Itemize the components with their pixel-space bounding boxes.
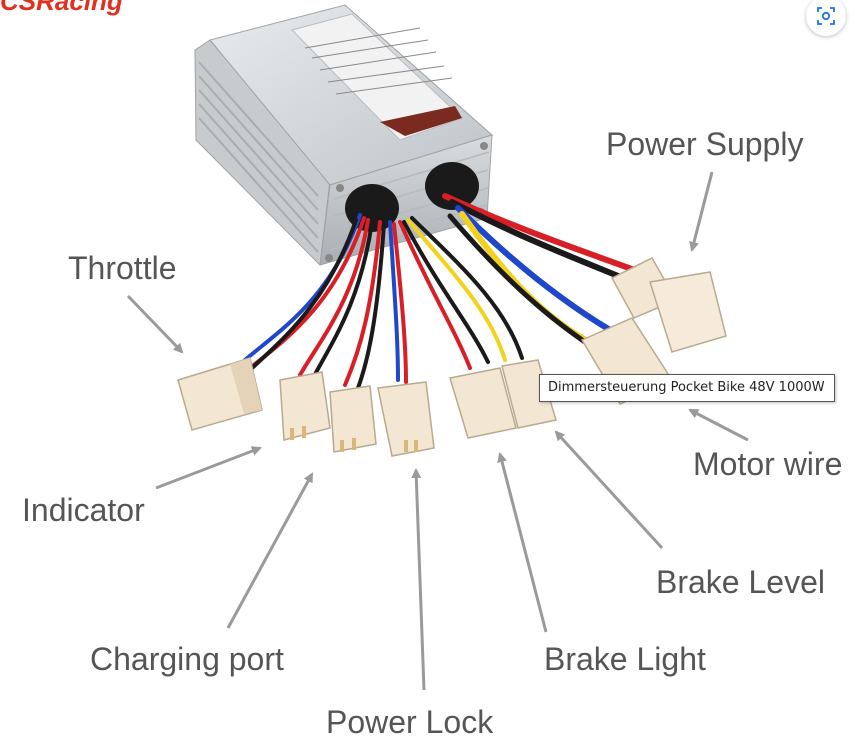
connector-indicator <box>279 371 331 441</box>
label-brake-light: Brake Light <box>544 641 706 677</box>
arrow-power-supply <box>689 171 714 252</box>
brand-watermark: CSRacing <box>0 0 123 16</box>
connector-throttle <box>177 357 263 431</box>
label-motor-wire: Motor wire <box>693 446 843 482</box>
arrow-power-lock <box>411 468 426 691</box>
image-title-tooltip: Dimmersteuerung Pocket Bike 48V 1000W <box>539 374 835 402</box>
arrow-throttle <box>126 294 184 354</box>
arrow-charging-port <box>226 472 314 629</box>
wire-bundle <box>243 193 643 390</box>
connector-power-lock <box>377 381 435 457</box>
label-charging-port: Charging port <box>90 641 284 677</box>
label-indicator: Indicator <box>22 492 145 528</box>
label-power-lock: Power Lock <box>326 704 494 740</box>
connector-brake-light <box>449 367 517 439</box>
connector-charging <box>329 385 377 453</box>
visual-search-icon <box>817 7 835 25</box>
arrow-brake-level <box>554 430 664 550</box>
label-power-supply: Power Supply <box>606 126 804 162</box>
arrow-indicator <box>155 446 262 490</box>
visual-search-button[interactable] <box>806 0 846 36</box>
arrow-motor-wire <box>688 408 749 442</box>
label-throttle: Throttle <box>68 250 177 286</box>
label-brake-level: Brake Level <box>656 564 825 600</box>
controller-housing <box>194 4 493 267</box>
connector-power-supply <box>610 257 727 353</box>
arrow-brake-light <box>497 452 548 633</box>
callout-arrows <box>126 171 749 691</box>
